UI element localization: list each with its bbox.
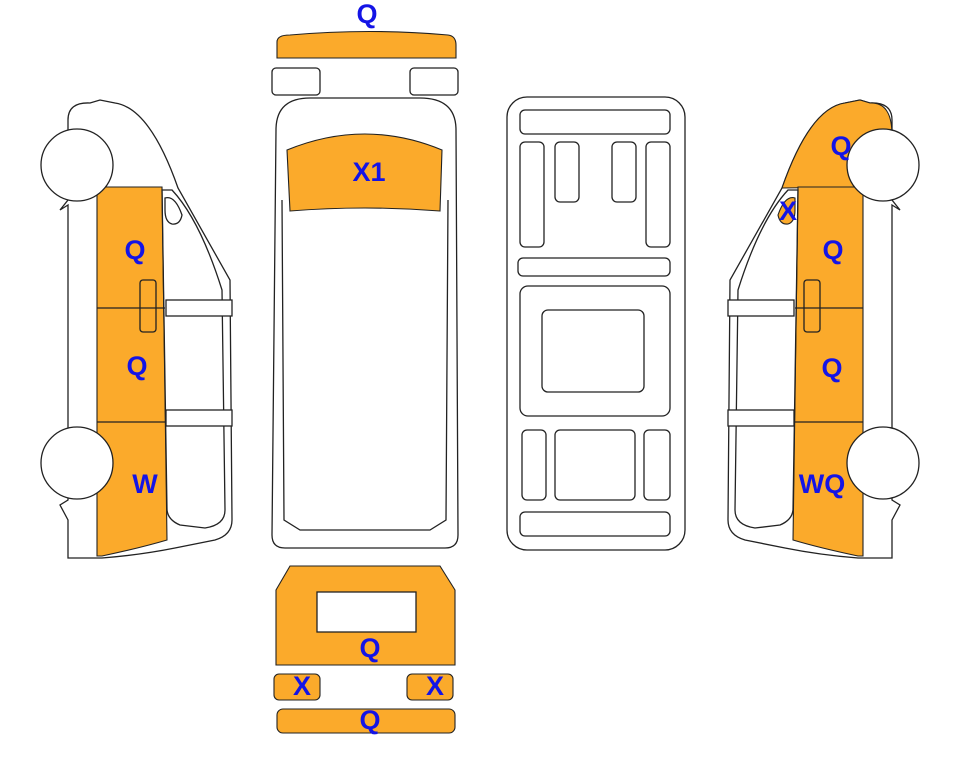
- right-side-view: Q X Q Q WQ: [727, 99, 920, 559]
- damage-label: WQ: [799, 469, 846, 499]
- damage-label: Q: [126, 351, 147, 381]
- damage-label: X: [426, 671, 444, 701]
- rear-bumper: [276, 708, 456, 734]
- headlight: [271, 67, 321, 96]
- headlight: [409, 67, 459, 96]
- left-side-damaged-panels: [96, 186, 168, 557]
- damage-label: X: [779, 196, 797, 226]
- damage-label: Q: [124, 235, 145, 265]
- damage-label: X1: [352, 157, 385, 187]
- left-side-view: Q Q W: [40, 99, 233, 559]
- windshield-damaged: [286, 133, 443, 212]
- damage-label: W: [132, 469, 158, 499]
- damage-label: Q: [830, 131, 851, 161]
- damage-label: X: [293, 671, 311, 701]
- rear-view: Q X X Q: [273, 565, 456, 735]
- underside-view: [506, 96, 686, 551]
- front-bumper-damaged: [276, 30, 457, 59]
- rear-light-left: [273, 673, 321, 701]
- right-side-damaged-panels: [792, 186, 864, 557]
- damage-label: Q: [821, 353, 842, 383]
- damage-label: Q: [822, 235, 843, 265]
- rear-window: [316, 591, 417, 633]
- damage-label: Q: [359, 633, 380, 663]
- front-wheel: [40, 128, 114, 202]
- rear-wheel: [40, 426, 114, 500]
- rear-light-right: [406, 673, 454, 701]
- damage-label: Q: [359, 705, 380, 735]
- damage-label: Q: [356, 0, 377, 29]
- front-top-view: Q X1: [271, 0, 459, 549]
